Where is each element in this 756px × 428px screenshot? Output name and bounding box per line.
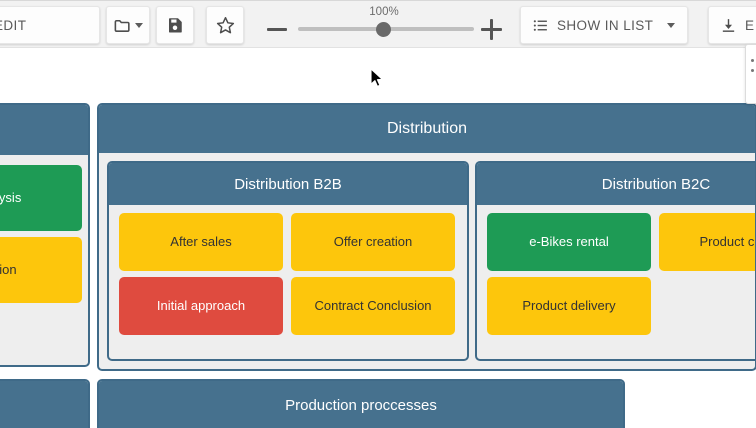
panel-distribution-b2b-body: After sales Offer creation Initial appro… [109,205,467,359]
card-organization[interactable]: ganization [0,237,82,303]
download-icon [720,17,737,34]
card-ebikes-rental[interactable]: e-Bikes rental [487,213,651,271]
panel-distribution-b2c[interactable]: Distribution B2C e-Bikes rental Product … [475,161,755,361]
card-requirement-analysis[interactable]: ent analysis [0,165,82,231]
zoom-percent-label: 100% [369,6,399,18]
zoom-out-button[interactable] [266,18,288,40]
toolbar: EDIT 100% [0,0,756,48]
show-in-list-label: SHOW IN LIST [557,17,654,33]
panel-distribution-b2b-title: Distribution B2B [109,163,467,205]
panel-distribution[interactable]: Distribution Distribution B2B After sale… [97,103,756,371]
card-after-sales[interactable]: After sales [119,213,283,271]
zoom-in-button[interactable] [480,18,502,40]
export-button-label: E [745,17,755,33]
panel-distribution-title: Distribution [99,105,755,153]
panel-production-processes-title: Production proccesses [99,381,623,428]
floppy-disk-save-icon [166,16,184,34]
star-outline-icon [215,15,236,36]
diagram-canvas[interactable]: ent analysis ganization Distribution Dis… [0,48,756,428]
show-in-list-button[interactable]: SHOW IN LIST [520,6,688,44]
panel-distribution-b2c-title: Distribution B2C [477,163,755,205]
zoom-slider-thumb[interactable] [376,22,391,37]
panel-bottom-left-clipped[interactable] [0,379,90,428]
zoom-control: 100% [258,1,510,49]
panel-production-processes[interactable]: Production proccesses [97,379,625,428]
card-offer-creation[interactable]: Offer creation [291,213,455,271]
edit-button-label: EDIT [0,17,27,33]
panel-left-clipped[interactable]: ent analysis ganization [0,103,90,367]
bullet-dot-icon [751,59,754,62]
right-side-panel-clipped[interactable] [745,44,756,104]
panel-distribution-body: Distribution B2B After sales Offer creat… [99,153,755,369]
panel-left-body: ent analysis ganization [0,155,88,365]
folder-icon [113,16,132,35]
edit-button[interactable]: EDIT [0,6,100,44]
panel-distribution-b2c-body: e-Bikes rental Product consu Product del… [477,205,755,359]
list-icon [532,17,549,34]
card-initial-approach[interactable]: Initial approach [119,277,283,335]
panel-distribution-b2b[interactable]: Distribution B2B After sales Offer creat… [107,161,469,361]
caret-down-icon [135,22,143,28]
card-contract-conclusion[interactable]: Contract Conclusion [291,277,455,335]
folder-menu-button[interactable] [106,6,150,44]
panel-bottom-left-title [0,381,88,428]
card-product-consulting[interactable]: Product consu [659,213,755,271]
caret-down-icon [667,22,676,28]
card-product-delivery[interactable]: Product delivery [487,277,651,335]
save-button[interactable] [156,6,194,44]
export-button[interactable]: E [708,6,756,44]
panel-left-title [0,105,88,155]
favorite-star-button[interactable] [206,6,244,44]
bullet-dot-icon [751,69,754,72]
